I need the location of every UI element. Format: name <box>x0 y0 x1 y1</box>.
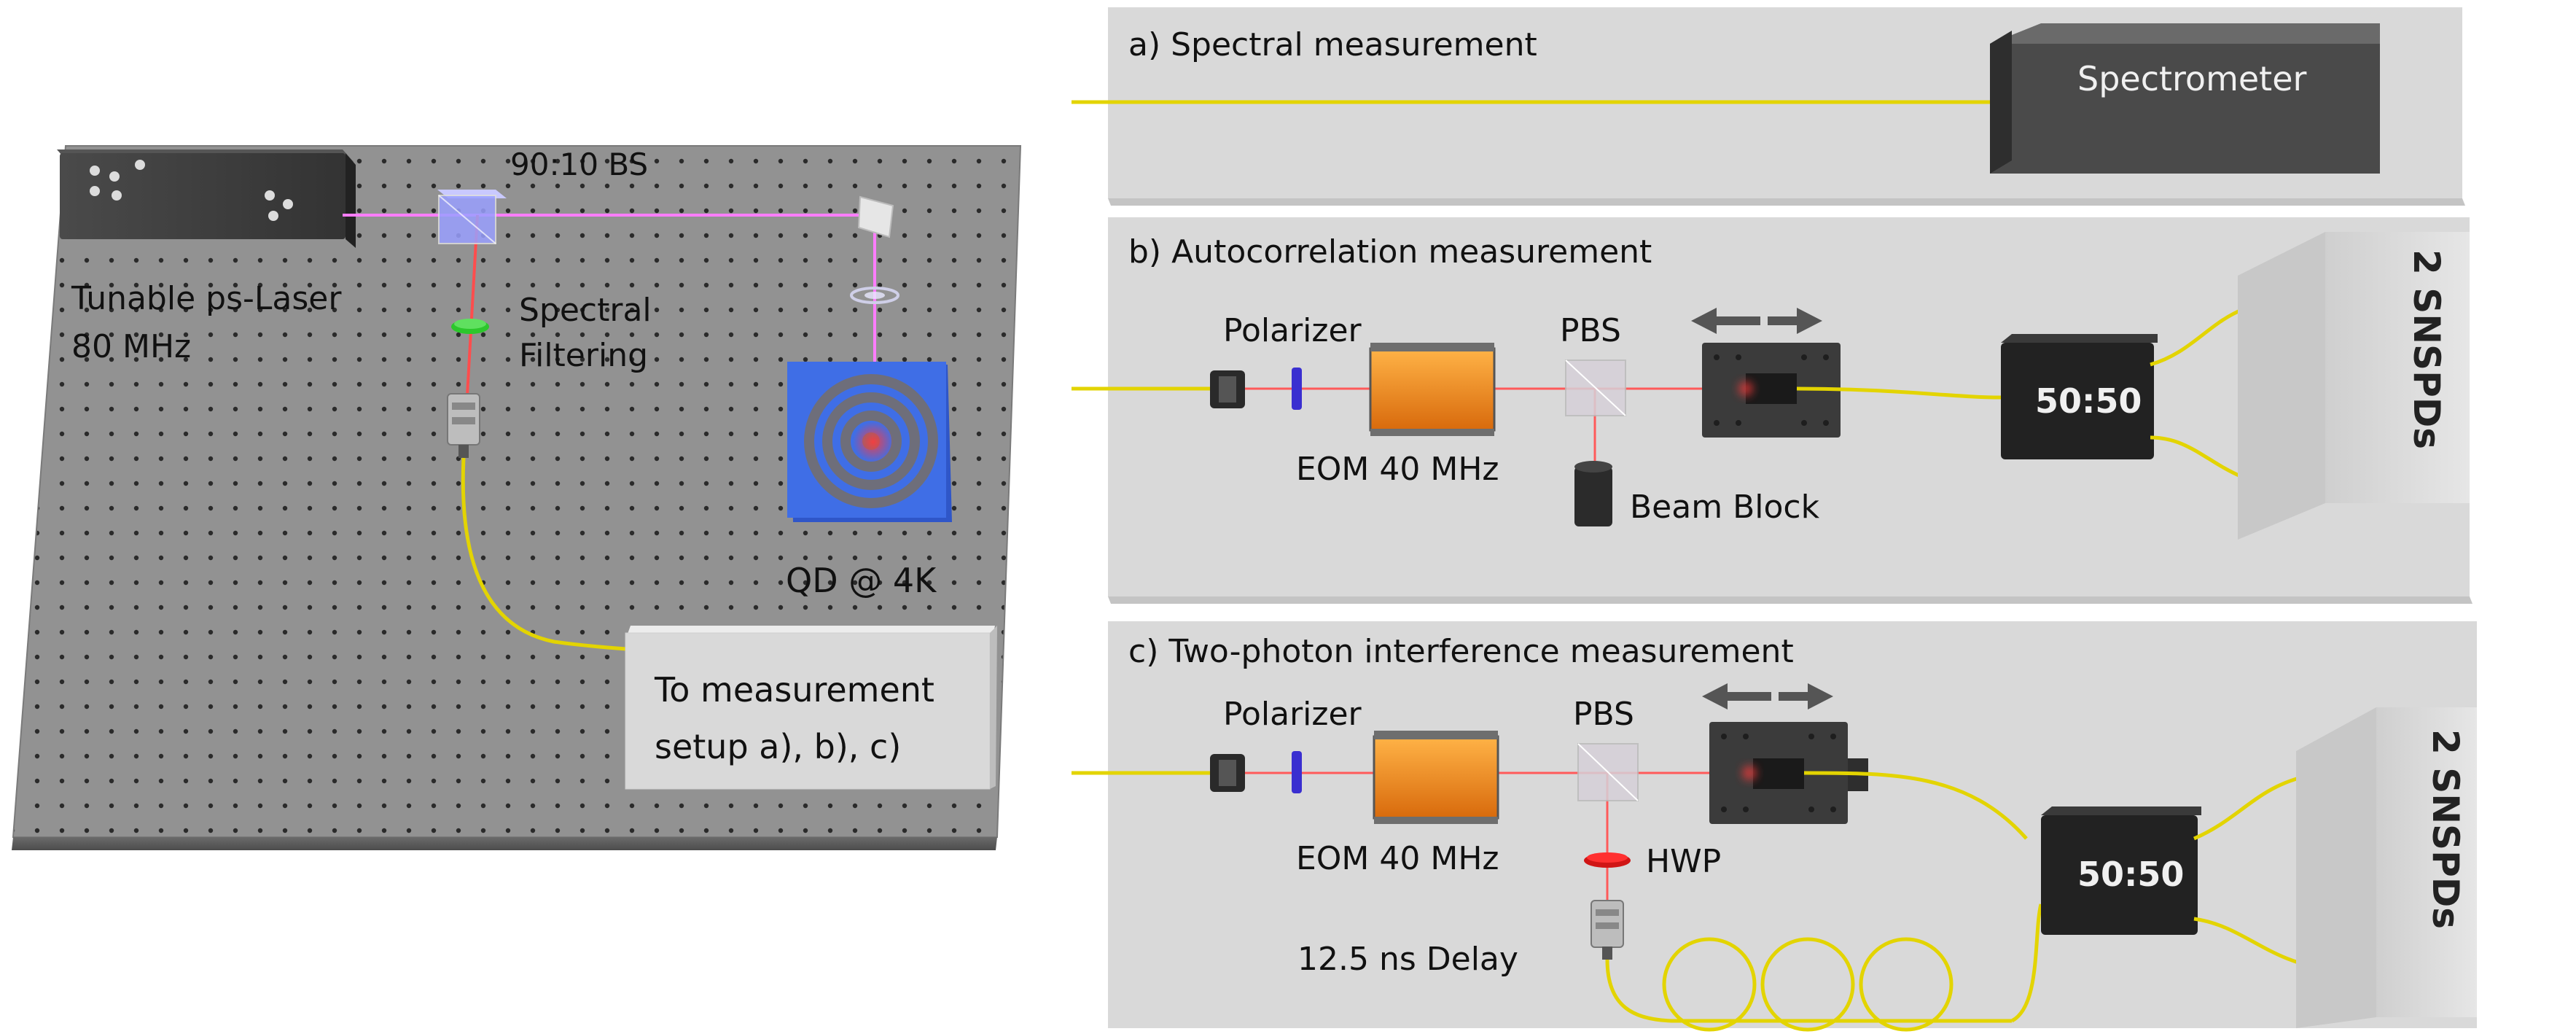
panel-a <box>1072 7 2465 206</box>
eom <box>1369 343 1496 436</box>
output-label: To measurement <box>654 670 934 710</box>
translation-stage <box>1702 343 1841 438</box>
double-arrow-icon <box>1702 683 1833 710</box>
snspd-detector <box>2238 232 2470 540</box>
filter-label-2: Filtering <box>519 337 648 374</box>
fiber-coupler-icon <box>1210 754 1245 792</box>
output-label-2: setup a), b), c) <box>655 727 901 766</box>
panel-c-eom-label: EOM 40 MHz <box>1296 840 1499 877</box>
pbs-cube <box>1577 743 1639 801</box>
pbs-cube <box>1565 359 1626 416</box>
fiber-coupler-icon <box>1591 900 1624 960</box>
beam-block-label: Beam Block <box>1630 489 1820 526</box>
quantum-dot-sample <box>787 362 952 522</box>
spectrometer <box>1990 23 2380 174</box>
polarizer <box>1292 368 1302 410</box>
panel-c <box>1072 621 2477 1032</box>
laser-rate-label: 80 MHz <box>71 328 191 365</box>
eom <box>1373 731 1499 824</box>
panel-b-detector-label: 2 SNSPDs <box>2405 249 2448 449</box>
double-arrow-icon <box>1691 308 1822 334</box>
tunable-laser <box>57 149 356 248</box>
delay-label: 12.5 ns Delay <box>1297 941 1518 978</box>
spectral-filter <box>451 319 489 334</box>
beam-block <box>1574 461 1612 526</box>
hwp-label: HWP <box>1646 843 1721 880</box>
beamsplitter-cube <box>437 190 507 244</box>
spectrometer-label: Spectrometer <box>2077 59 2307 98</box>
qd-label: QD @ 4K <box>786 561 937 600</box>
panel-b-eom-label: EOM 40 MHz <box>1296 451 1499 488</box>
laser-label: Tunable ps-Laser <box>71 280 342 317</box>
snspd-detector <box>2296 707 2477 1028</box>
panel-b-polarizer-label: Polarizer <box>1223 312 1362 349</box>
fiber-splitter <box>2041 806 2201 935</box>
panel-c-title: c) Two-photon interference measurement <box>1128 633 1794 670</box>
output-label-box <box>625 626 997 790</box>
panel-c-pbs-label: PBS <box>1573 696 1634 733</box>
fiber-splitter <box>2001 334 2158 459</box>
panel-c-splitter-label: 50:50 <box>2077 855 2184 894</box>
filter-label: Spectral <box>519 292 652 329</box>
panel-b <box>1072 217 2472 604</box>
fiber-coupler-icon <box>447 393 480 458</box>
panel-c-detector-label: 2 SNSPDs <box>2424 729 2467 929</box>
panel-c-polarizer-label: Polarizer <box>1223 696 1362 733</box>
mirror-icon <box>857 195 894 238</box>
panel-b-title: b) Autocorrelation measurement <box>1128 233 1652 271</box>
lens-icon <box>850 287 899 304</box>
panel-b-pbs-label: PBS <box>1560 312 1621 349</box>
half-wave-plate <box>1584 852 1631 868</box>
panel-b-splitter-label: 50:50 <box>2035 381 2142 421</box>
fiber-coupler-icon <box>1210 370 1245 408</box>
polarizer <box>1292 751 1302 793</box>
beamsplitter-label: 90:10 BS <box>510 147 648 182</box>
panel-a-title: a) Spectral measurement <box>1128 26 1537 63</box>
